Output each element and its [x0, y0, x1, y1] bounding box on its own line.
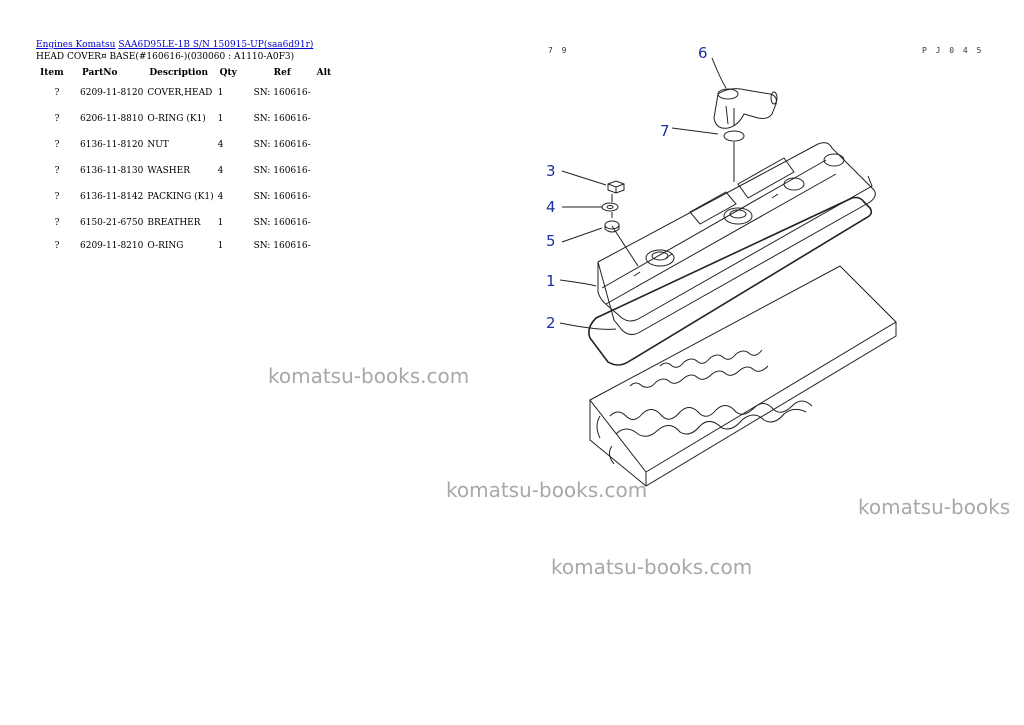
cell-description: PACKING (K1): [147, 192, 214, 202]
cell-ref: SN: 160616-: [253, 166, 311, 176]
cell-alt: [313, 184, 341, 210]
breadcrumb-link-model[interactable]: SAA6D95LE-1B S/N 150915-UP(saa6d91r): [118, 40, 314, 50]
cell-item: ?: [54, 192, 60, 202]
callout-2: 2: [546, 314, 556, 332]
cell-description: WASHER: [147, 166, 191, 176]
callout-4: 4: [546, 198, 556, 216]
callout-labels: 6 7 3 4 5 1 2: [546, 44, 708, 332]
cell-item: ?: [54, 88, 60, 98]
head-cover-part: [597, 142, 876, 336]
cell-qty: 4: [217, 166, 224, 176]
col-header-description: Description: [149, 68, 208, 78]
cell-qty: 1: [217, 114, 224, 124]
o-ring-part: [723, 130, 745, 142]
cell-ref: SN: 160616-: [253, 218, 311, 228]
cell-item: ?: [54, 241, 60, 251]
cell-ref: SN: 160616-: [253, 140, 311, 150]
cell-partno: 6136-11-8142: [80, 192, 144, 202]
cell-description: NUT: [147, 140, 169, 150]
watermark-4: komatsu-books.com: [551, 555, 753, 579]
col-header-item: Item: [40, 68, 64, 78]
cell-partno: 6206-11-8810: [80, 114, 144, 124]
col-header-ref: Ref: [273, 68, 291, 78]
col-header-qty: Qty: [219, 68, 237, 78]
washer-part: [601, 202, 619, 212]
col-header-partno: PartNo: [82, 68, 118, 78]
breadcrumb: Engines Komatsu SAA6D95LE-1B S/N 150915-…: [36, 40, 313, 50]
watermark-3: komatsu-books: [858, 495, 1011, 519]
cell-partno: 6209-11-8210: [80, 241, 144, 251]
watermark-1: komatsu-books.com: [268, 364, 470, 388]
cell-item: ?: [54, 166, 60, 176]
callout-3: 3: [546, 162, 556, 180]
packing-part: [604, 220, 620, 233]
cell-alt: [313, 132, 341, 158]
cell-qty: 1: [217, 241, 224, 251]
cell-alt: [313, 236, 341, 256]
cell-description: BREATHER: [147, 218, 201, 228]
cell-qty: 1: [217, 88, 224, 98]
cell-qty: 4: [217, 140, 224, 150]
exploded-parts-diagram: 6 7 3 4 5 1 2: [546, 44, 897, 487]
col-header-alt: Alt: [316, 68, 332, 78]
cell-qty: 4: [217, 192, 224, 202]
callout-7: 7: [660, 122, 670, 140]
cell-partno: 6136-11-8130: [80, 166, 144, 176]
page-code-right: P J 0 4 5: [922, 46, 984, 55]
cell-alt: [313, 210, 341, 236]
cell-item: ?: [54, 114, 60, 124]
table-header-row: Item PartNo Description Qty Ref Alt: [36, 66, 341, 80]
cell-alt: [313, 80, 341, 106]
callout-1: 1: [546, 272, 556, 290]
cell-alt: [313, 158, 341, 184]
page-subtitle: HEAD COVER¤ BASE(#160616-)(030060 : A111…: [36, 52, 295, 62]
cell-ref: SN: 160616-: [253, 241, 311, 251]
cell-partno: 6136-11-8120: [80, 140, 144, 150]
parts-table: Item PartNo Description Qty Ref Alt ? 620…: [36, 66, 341, 256]
watermark-2: komatsu-books.com: [446, 478, 648, 502]
cell-qty: 1: [217, 218, 224, 228]
cell-partno: 6209-11-8120: [80, 88, 144, 98]
callout-6: 6: [698, 44, 708, 62]
cell-ref: SN: 160616-: [253, 88, 311, 98]
breather-part: [713, 88, 778, 129]
cell-item: ?: [54, 218, 60, 228]
cylinder-head-block: [589, 265, 897, 487]
cell-description: COVER,HEAD: [147, 88, 213, 98]
cell-alt: [313, 106, 341, 132]
cell-description: O-RING: [147, 241, 184, 251]
gasket-part: [588, 196, 873, 366]
cell-item: ?: [54, 140, 60, 150]
nut-part: [607, 180, 625, 194]
page-code-left: 7 9: [548, 46, 569, 55]
callout-5: 5: [546, 232, 556, 250]
cell-description: O-RING (K1): [147, 114, 206, 124]
cell-ref: SN: 160616-: [253, 192, 311, 202]
cell-partno: 6150-21-6750: [80, 218, 144, 228]
breadcrumb-link-engines[interactable]: Engines Komatsu: [36, 40, 116, 50]
cell-ref: SN: 160616-: [253, 114, 311, 124]
